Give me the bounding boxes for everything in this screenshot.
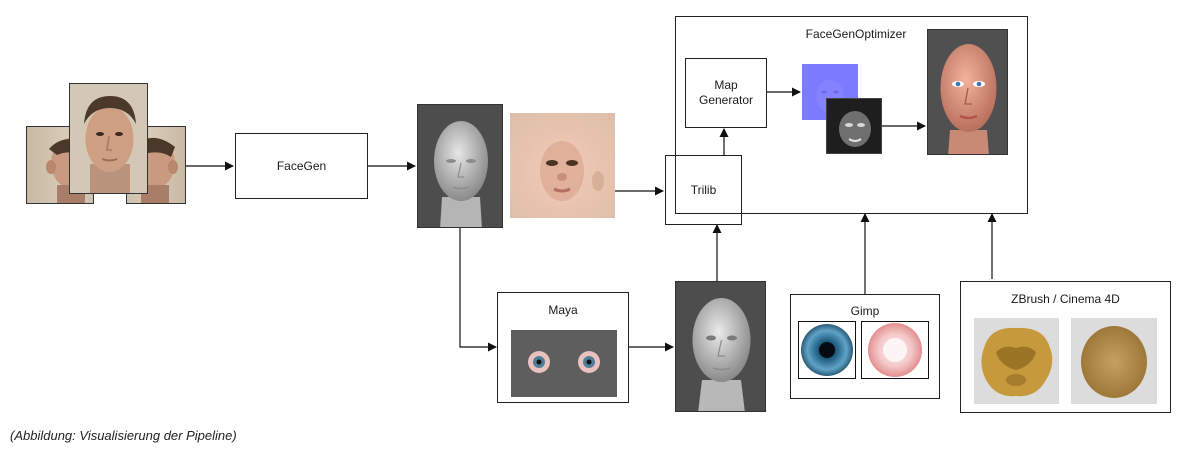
facegen-optimizer-box: FaceGenOptimizer — [675, 16, 1028, 214]
head-with-eyes-render — [675, 281, 766, 412]
facegen-optimizer-label: FaceGenOptimizer — [805, 27, 907, 41]
iris-texture — [798, 321, 856, 379]
specular-map-thumbnail — [826, 98, 882, 154]
bump-map-texture — [1071, 318, 1157, 404]
sclera-texture — [861, 321, 929, 379]
zbrush-cinema4d-label: ZBrush / Cinema 4D — [1011, 292, 1120, 306]
zbrush-cinema4d-box: ZBrush / Cinema 4D — [960, 281, 1171, 413]
trilib-label: Trilib — [690, 183, 717, 197]
frontal-photo — [69, 83, 148, 194]
head-model-render — [417, 104, 503, 228]
maya-label: Maya — [548, 303, 578, 317]
facegen-box: FaceGen — [235, 133, 368, 199]
figure-caption: (Abbildung: Visualisierung der Pipeline) — [10, 428, 237, 443]
eyeballs-render — [511, 330, 617, 397]
maya-box: Maya — [497, 292, 629, 403]
gimp-label: Gimp — [850, 304, 880, 318]
displacement-map-texture — [974, 318, 1059, 404]
map-generator-label: Map Generator — [698, 78, 754, 107]
face-texture-map — [510, 113, 615, 218]
gimp-box: Gimp — [790, 294, 940, 399]
final-face-render — [927, 29, 1008, 155]
facegen-label: FaceGen — [276, 159, 327, 173]
arrow-head-to-maya — [459, 228, 497, 352]
map-generator-box: Map Generator — [685, 58, 767, 128]
